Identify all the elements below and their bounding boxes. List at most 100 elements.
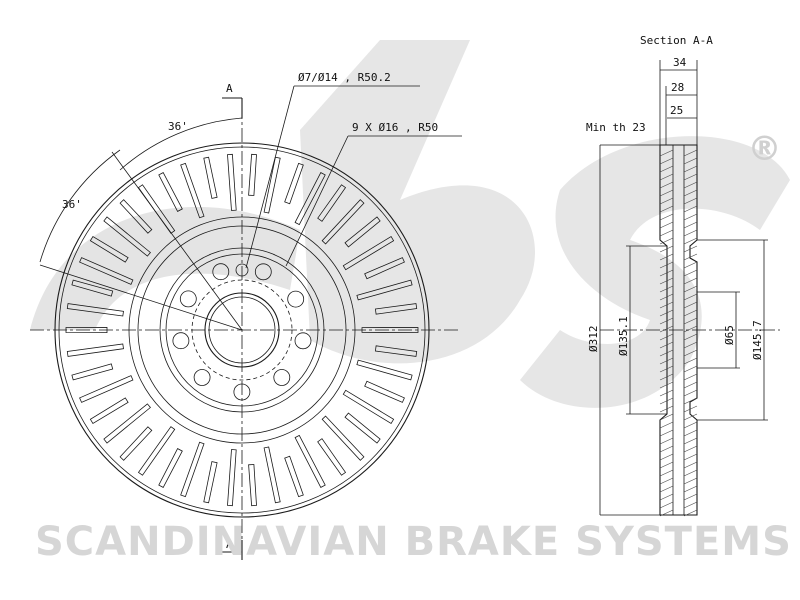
hatch-line	[683, 445, 698, 453]
vent-slot	[79, 257, 134, 285]
vent-slot	[227, 153, 237, 211]
dim-34: 34	[673, 56, 687, 69]
hatch-line	[659, 173, 674, 181]
angle-label-2: 36'	[62, 198, 82, 211]
hatch-line	[683, 277, 698, 285]
hatch-line	[683, 261, 698, 269]
hatch-line	[683, 333, 698, 341]
vent-slot	[317, 184, 347, 222]
hatch-line	[659, 293, 674, 301]
vent-slot	[294, 434, 326, 488]
angle-leader-1	[111, 151, 243, 331]
hatch-line	[659, 373, 674, 381]
vent-slot	[71, 363, 114, 381]
bolt-hole	[294, 332, 312, 350]
hatch-line	[683, 149, 698, 157]
hatch-line	[659, 445, 674, 453]
vent-slot	[321, 415, 365, 461]
hatch-line	[683, 429, 698, 437]
vent-slot	[180, 441, 205, 498]
vent-slot	[103, 403, 151, 444]
vent-slot	[356, 279, 413, 301]
hatch-line	[683, 485, 698, 493]
vent-slot	[263, 446, 281, 504]
hatch-line	[683, 221, 698, 229]
bolt-hole	[273, 369, 291, 386]
vent-slot	[158, 448, 183, 488]
hatch-line	[659, 237, 674, 245]
hatch-line	[659, 317, 674, 325]
hatch-line	[659, 285, 674, 293]
vent-slot	[248, 464, 257, 507]
hatch-line	[683, 405, 698, 413]
hatch-line	[659, 269, 674, 277]
hatch-line	[659, 493, 674, 501]
dim-145: Ø145.7	[751, 320, 764, 360]
vent-slot	[89, 235, 129, 263]
hatch-line	[659, 421, 674, 429]
hatch-line	[683, 501, 698, 509]
hatch-line	[683, 413, 698, 421]
hatch-line	[659, 157, 674, 165]
vent-slot	[364, 380, 405, 403]
bolt-hole	[254, 263, 272, 281]
vent-slot	[342, 389, 395, 425]
hatch-line	[659, 349, 674, 357]
hatch-line	[683, 453, 698, 461]
hatch-line	[659, 301, 674, 309]
vent-slot	[103, 216, 151, 257]
vent-slot	[203, 461, 218, 504]
hatch-line	[659, 197, 674, 205]
hatch-line	[659, 413, 674, 421]
angle-arc-1	[119, 117, 243, 171]
hatch-line	[659, 189, 674, 197]
section-view: Section A-A 34 28 25 Min th 23 Ø312 Ø135…	[586, 34, 780, 517]
hatch-line	[683, 469, 698, 477]
hatch-line	[659, 277, 674, 285]
hatch-line	[683, 157, 698, 165]
hole-callout-1: Ø7/Ø14 , R50.2	[298, 71, 391, 84]
watermark-text: SCANDINAVIAN BRAKE SYSTEMS	[35, 519, 792, 565]
vent-slot	[263, 156, 281, 214]
hatch-line	[683, 373, 698, 381]
sbs-logo-watermark	[30, 40, 790, 408]
hatch-line	[683, 189, 698, 197]
hatch-line	[659, 397, 674, 405]
vent-slot	[89, 397, 129, 425]
hatch-line	[683, 173, 698, 181]
registered-mark: ®	[748, 129, 783, 169]
hatch-line	[659, 365, 674, 373]
vent-slot	[66, 343, 124, 357]
hatch-line	[659, 437, 674, 445]
hatch-line	[683, 509, 698, 517]
vent-slot	[374, 303, 418, 315]
hatch-line	[683, 269, 698, 277]
bolt-hole	[287, 290, 305, 308]
vent-slot	[180, 162, 205, 219]
hatch-line	[683, 437, 698, 445]
min-thickness-label: Min th 23	[586, 121, 646, 134]
section-label-bottom: A	[226, 538, 233, 551]
hatch-line	[659, 509, 674, 517]
section-hatching	[659, 149, 698, 517]
hatch-line	[683, 341, 698, 349]
hatch-line	[659, 205, 674, 213]
dim-135: Ø135.1	[617, 316, 630, 356]
hatch-line	[659, 501, 674, 509]
hatch-line	[683, 229, 698, 237]
hatch-line	[683, 461, 698, 469]
hatch-line	[659, 229, 674, 237]
hatch-line	[659, 405, 674, 413]
hatch-line	[683, 197, 698, 205]
vent-slot	[344, 412, 381, 444]
bolt-hole	[212, 263, 230, 281]
hole-callout-2: 9 X Ø16 , R50	[352, 121, 438, 134]
hatch-line	[659, 181, 674, 189]
vent-slot	[284, 455, 304, 498]
hatch-line	[683, 253, 698, 261]
bolt-hole	[179, 290, 197, 308]
hatch-line	[683, 237, 698, 245]
hatch-line	[659, 309, 674, 317]
front-view: A A 36' 36' Ø7/Ø14 , R50.2 9 X Ø16 , R50	[30, 71, 462, 560]
